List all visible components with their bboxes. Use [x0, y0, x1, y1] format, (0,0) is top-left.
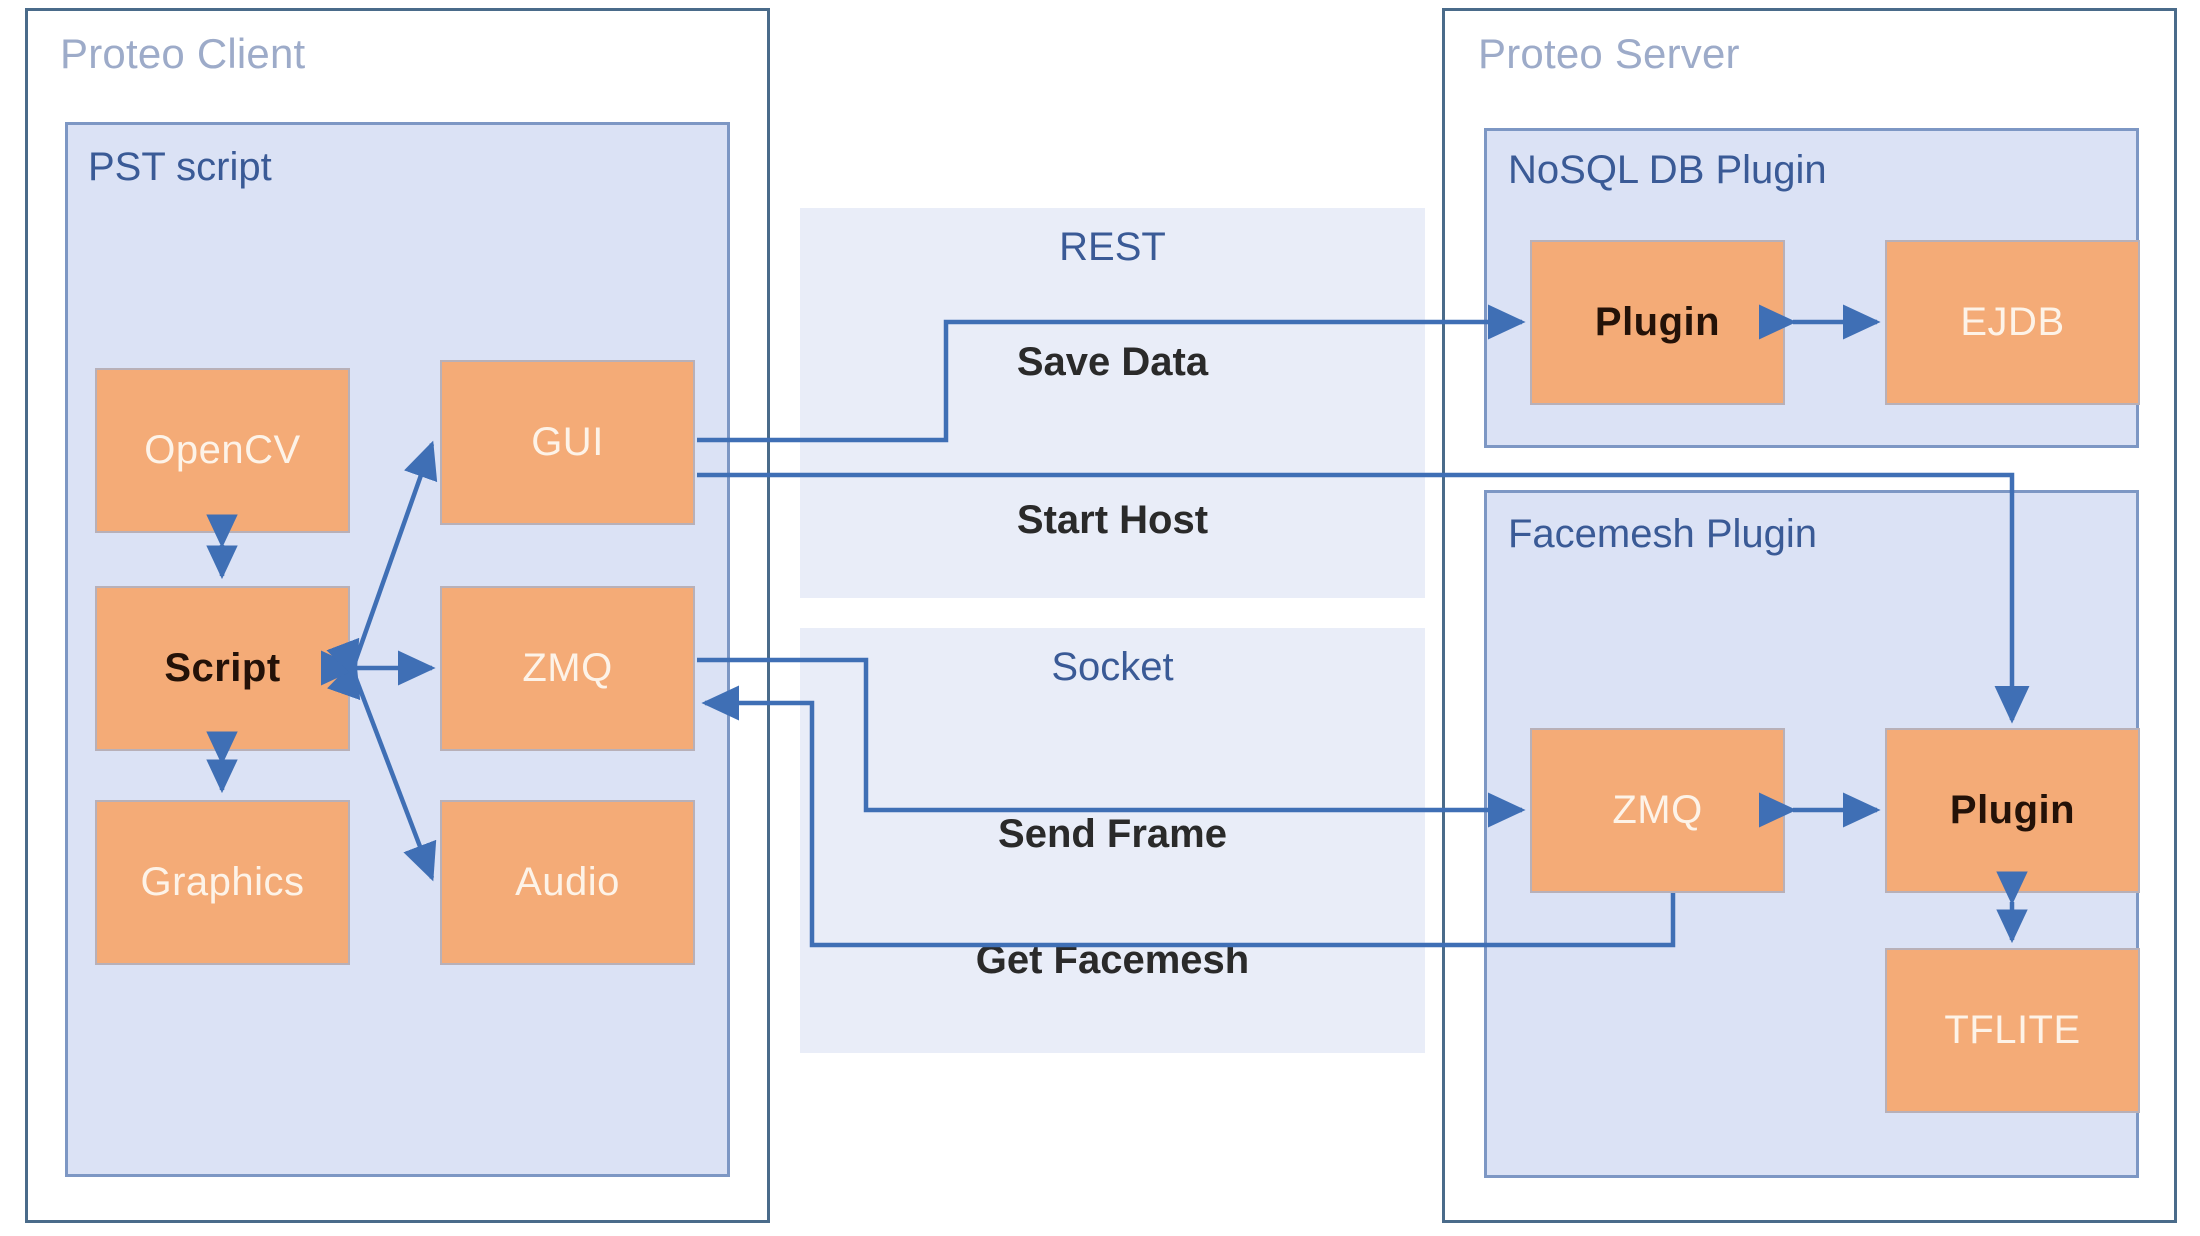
protocol-socket-message-get-facemesh: Get Facemesh: [975, 938, 1250, 982]
protocol-socket-title: Socket: [1051, 645, 1174, 689]
node-ejdb[interactable]: EJDB: [1885, 240, 2140, 405]
facemesh-plugin-title: Facemesh Plugin: [1508, 512, 1818, 556]
protocol-rest-message-start-host: Start Host: [1016, 498, 1209, 542]
node-zmq-server[interactable]: ZMQ: [1530, 728, 1785, 893]
node-facemesh-plugin[interactable]: Plugin: [1885, 728, 2140, 893]
protocol-rest-message-save-data: Save Data: [1016, 340, 1209, 384]
proteo-client-title: Proteo Client: [60, 30, 306, 77]
node-tflite[interactable]: TFLITE: [1885, 948, 2140, 1113]
node-audio[interactable]: Audio: [440, 800, 695, 965]
node-gui[interactable]: GUI: [440, 360, 695, 525]
protocol-socket-message-send-frame: Send Frame: [998, 812, 1227, 856]
node-graphics[interactable]: Graphics: [95, 800, 350, 965]
proteo-server-title: Proteo Server: [1478, 30, 1740, 77]
protocol-rest-title: REST: [1059, 225, 1166, 269]
nosql-db-plugin-title: NoSQL DB Plugin: [1508, 148, 1827, 192]
node-opencv[interactable]: OpenCV: [95, 368, 350, 533]
pst-script-title: PST script: [88, 145, 272, 189]
node-db-plugin[interactable]: Plugin: [1530, 240, 1785, 405]
node-script[interactable]: Script: [95, 586, 350, 751]
node-zmq-client[interactable]: ZMQ: [440, 586, 695, 751]
